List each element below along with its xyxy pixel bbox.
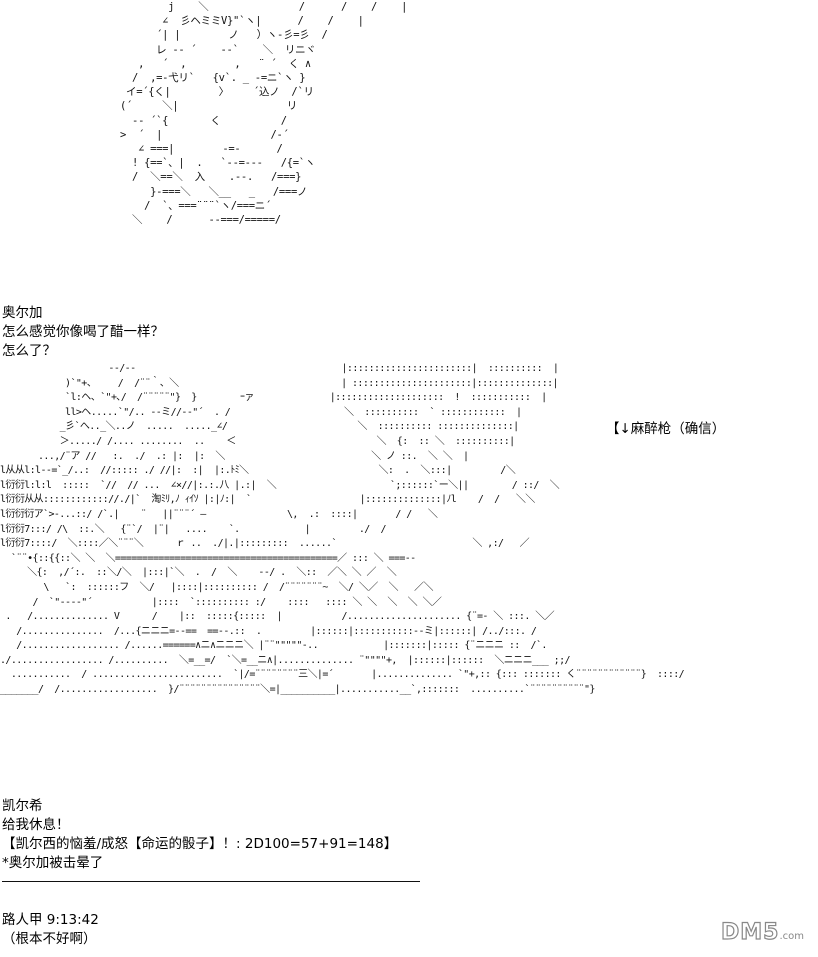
comment-text: （根本不好啊） [2,931,97,947]
action-line: *奥尔加被击晕了 [2,855,104,871]
dialogue-line: 怎么了？ [2,343,56,359]
ascii-art-top: j ＼ / / / | ∠ 彡ヘミミV}"`ヽ| / / | ´| | ノ ）ヽ… [120,1,408,227]
dialogue-line: 给我休息！ [2,817,70,833]
watermark-brand: DM5 [720,919,780,945]
dialogue-line: 怎么感觉你像喝了醋一样？ [2,324,164,340]
watermark-domain: .com [779,931,804,942]
comment-header: 路人甲 9:13:42 [2,911,99,929]
speaker-name: 奥尔加 [2,305,43,321]
caption-label: 【↓麻醉枪（确信） [606,421,726,437]
comment-time: 9:13:42 [46,912,99,928]
divider [2,881,420,882]
dice-roll-line: 【凯尔西的恼羞/成怒【命运的骰子】！: 2D100=57+91=148】 [2,836,398,852]
comment-user: 路人甲 [2,912,43,928]
speaker-name: 凯尔希 [2,798,43,814]
ascii-art-middle: --/-- |:::::::::::::::::::::::| ::::::::… [0,363,685,696]
watermark-logo: DM5.com [720,919,804,945]
